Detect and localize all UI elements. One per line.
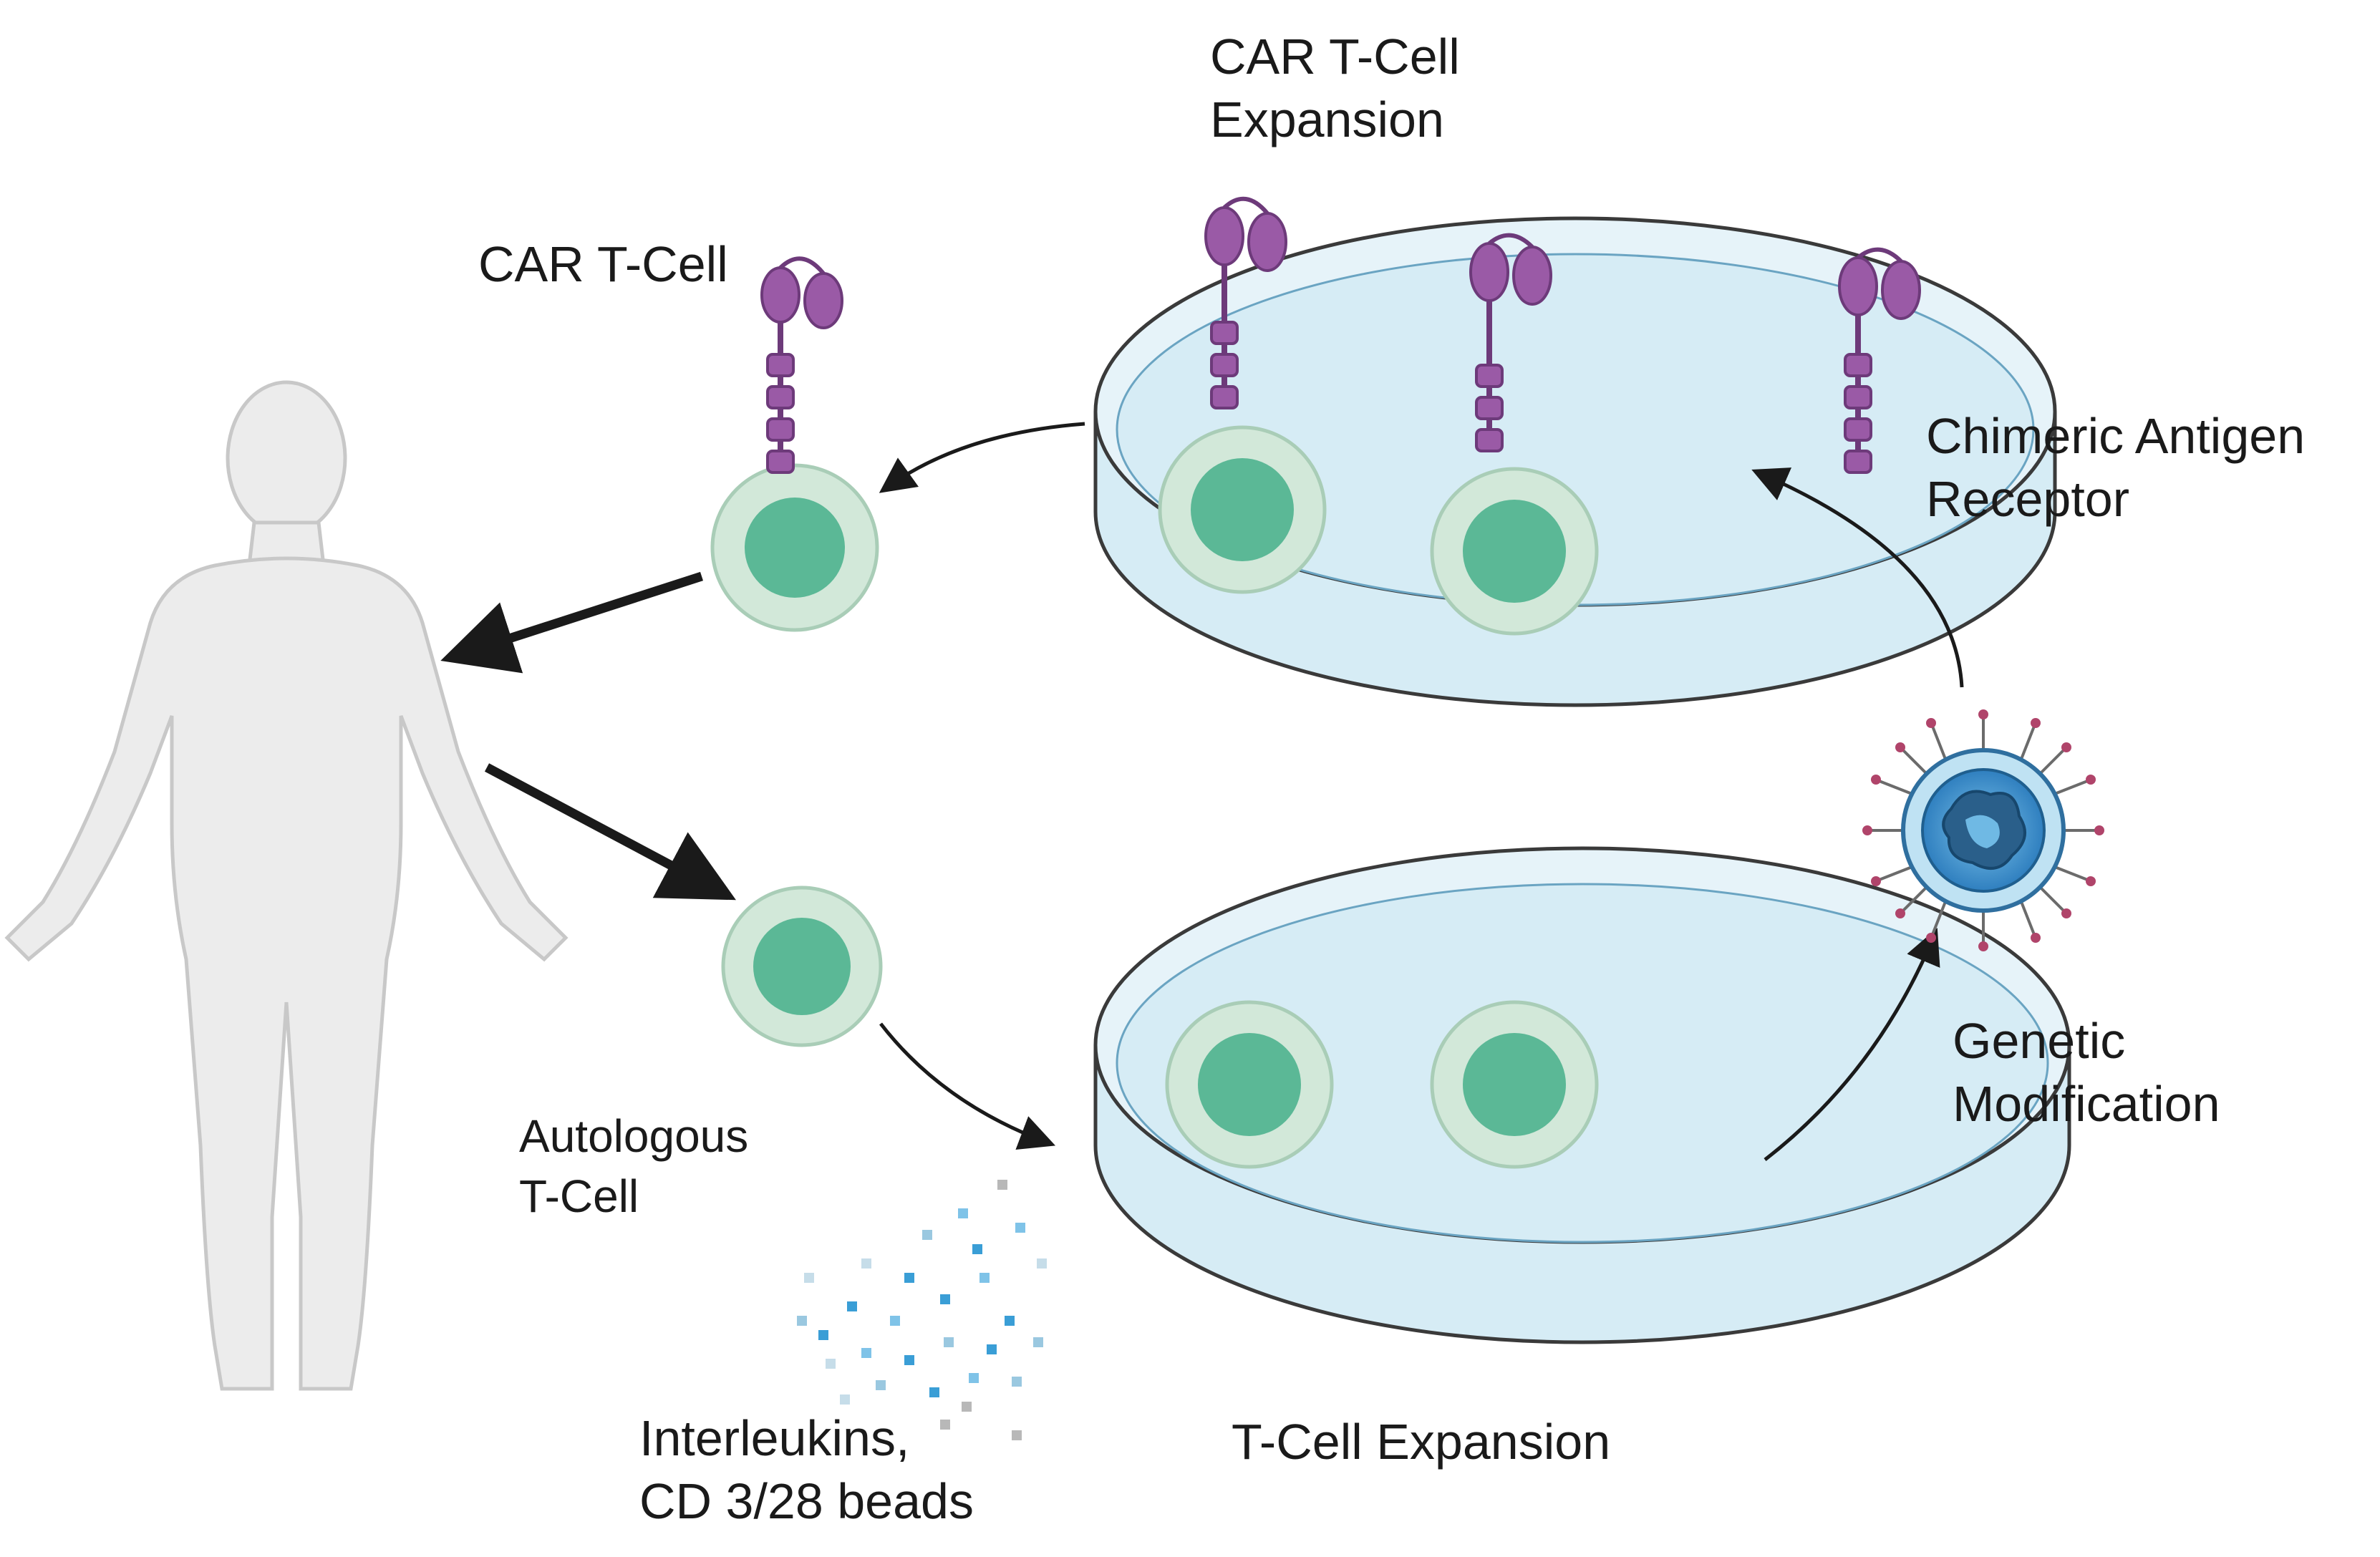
label-autologous-tcell: Autologous T-Cell — [519, 1106, 748, 1226]
car-receptor-icon — [1469, 233, 1552, 452]
car-tcell — [710, 463, 879, 632]
label-line: Interleukins, — [639, 1410, 910, 1466]
car-receptor-icon — [760, 256, 843, 474]
label-line: Expansion — [1210, 92, 1444, 147]
arrow-dish-to-virus — [1764, 928, 1940, 1161]
arrow-car-tcell-to-body — [440, 571, 704, 674]
arrow-virus-to-dish — [1751, 467, 1964, 688]
dish-cell — [1430, 467, 1599, 636]
car-expansion-dish — [1093, 216, 2057, 707]
dish-cell — [1430, 1000, 1599, 1169]
label-car-tcell-expansion: CAR T-Cell Expansion — [1210, 25, 1460, 151]
label-line: T-Cell — [519, 1170, 639, 1222]
label-line: Modification — [1953, 1076, 2220, 1132]
label-line: CAR T-Cell — [478, 236, 728, 292]
label-line: Autologous — [519, 1110, 749, 1162]
label-line: Chimeric Antigen — [1926, 408, 2306, 464]
human-body-figure — [4, 380, 569, 1391]
interleukin-beads — [797, 1180, 1047, 1440]
label-tcell-expansion: T-Cell Expansion — [1232, 1410, 1610, 1473]
label-chimeric-antigen-receptor: Chimeric Antigen Receptor — [1926, 404, 2305, 530]
label-line: Genetic — [1953, 1013, 2126, 1069]
label-car-tcell: CAR T-Cell — [478, 233, 728, 296]
viral-vector-icon — [1862, 709, 2104, 951]
label-line: Receptor — [1926, 471, 2130, 527]
arrow-autologous-to-dish — [879, 1022, 1056, 1150]
car-receptor-icon — [1204, 196, 1287, 409]
dish-cell — [1158, 425, 1327, 594]
label-interleukins: Interleukins, CD 3/28 beads — [639, 1407, 974, 1533]
arrow-body-to-autologous — [484, 763, 736, 901]
autologous-tcell — [721, 886, 883, 1047]
label-line: CAR T-Cell — [1210, 29, 1460, 84]
car-receptor-icon — [1838, 247, 1921, 474]
label-line: CD 3/28 beads — [639, 1473, 974, 1529]
tcell-expansion-dish — [1093, 846, 2071, 1344]
label-genetic-modification: Genetic Modification — [1953, 1009, 2220, 1135]
dish-cell — [1165, 1000, 1334, 1169]
label-line: T-Cell Expansion — [1232, 1414, 1611, 1470]
arrow-dish-to-car-tcell — [879, 422, 1085, 493]
